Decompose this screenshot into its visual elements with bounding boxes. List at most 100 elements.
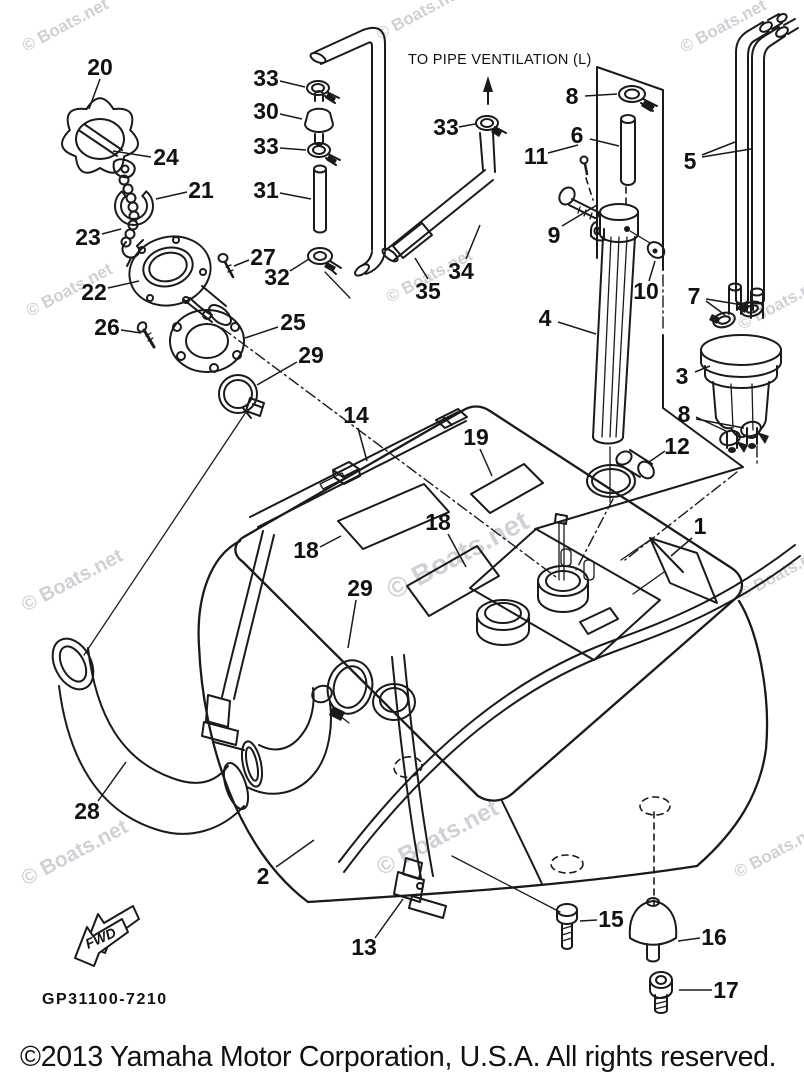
screw-17: [649, 971, 673, 1014]
part-callout-13: 13: [351, 934, 377, 960]
callout-leader-line: [701, 148, 752, 158]
sticker-18b: [406, 545, 500, 617]
callout-leader-line: [557, 321, 597, 335]
part-callout-15: 15: [598, 906, 624, 932]
watermark-text: © Boats.net: [735, 542, 804, 603]
watermark-text: © Boats.net: [381, 505, 533, 606]
part-callout-20: 20: [87, 54, 113, 80]
watermark-text: © Boats.net: [18, 545, 127, 617]
callout-leader-line: [677, 937, 701, 942]
callout-leader-line: [279, 80, 306, 88]
screw-27: [217, 253, 235, 279]
part-callout-10: 10: [633, 278, 659, 304]
hose-elbow: [240, 684, 333, 795]
part-callout-8: 8: [566, 83, 579, 109]
callout-leader-line: [112, 150, 152, 158]
pin-11: [579, 155, 594, 201]
watermark-text: © Boats.net: [731, 820, 804, 881]
trim-piece-1: [620, 537, 718, 604]
callout-leader-line: [414, 257, 429, 280]
callout-leader-line: [447, 533, 467, 568]
fuel-tank-top: [234, 405, 744, 802]
callout-leader-line: [648, 260, 656, 282]
watermark-text: © Boats.net: [677, 0, 770, 57]
callout-leader-line: [347, 599, 357, 649]
fuel-cap: [61, 97, 139, 179]
callout-leader-line: [120, 329, 142, 334]
clamp-ring-12: [586, 464, 636, 498]
bolt-15: [556, 903, 578, 950]
part-callout-11: 11: [524, 143, 549, 169]
part-callout-32: 32: [264, 264, 290, 290]
part-callout-18: 18: [425, 509, 451, 535]
part-callout-22: 22: [81, 279, 107, 305]
knockout-holes: [393, 756, 671, 874]
watermark-text: © Boats.net: [372, 795, 503, 882]
part-callout-29: 29: [347, 575, 373, 601]
watermark-text: © Boats.net: [18, 815, 132, 890]
mount-16: [628, 897, 678, 963]
callout-leader-line: [589, 138, 620, 147]
part-callout-30: 30: [253, 98, 279, 124]
fuel-tank-body: [197, 539, 769, 904]
clamp-8a: [618, 85, 658, 112]
tank-fittings: [476, 513, 595, 646]
part-callout-9: 9: [548, 222, 561, 248]
tube-6: [620, 114, 636, 209]
part-callout-28: 28: [74, 798, 100, 824]
sticker-18a: [337, 483, 450, 550]
part-callout-14: 14: [343, 402, 369, 428]
callout-leader-line: [88, 78, 101, 110]
part-callout-18: 18: [293, 537, 319, 563]
pipes-5: [735, 13, 799, 311]
part-callout-31: 31: [253, 177, 279, 203]
callout-leader-line: [275, 839, 315, 868]
vent-pipe-34: [381, 132, 496, 263]
note-to-pipe-ventilation: TO PIPE VENTILATION (L): [408, 52, 592, 68]
callout-leader-line: [319, 535, 342, 548]
hose-clamp-29a: [83, 374, 265, 656]
panel-outline: [534, 66, 744, 530]
callout-leader-line: [705, 298, 750, 307]
part-callout-19: 19: [463, 424, 489, 450]
part-callout-3: 3: [676, 363, 689, 389]
vent-arrow: [483, 76, 493, 105]
callout-leader-line: [374, 898, 404, 939]
hose-28: [51, 637, 250, 835]
callout-leader-line: [458, 123, 476, 128]
part-callout-7: 7: [688, 283, 701, 309]
callout-leader-line: [561, 204, 598, 227]
part-callout-33: 33: [433, 114, 459, 140]
watermark-text: © Boats.net: [19, 0, 112, 56]
part-callout-21: 21: [188, 177, 214, 203]
gauge-tube-4: [592, 236, 636, 503]
watermark-text: © Boats.net: [373, 0, 466, 44]
callout-leader-line: [289, 258, 310, 272]
part-callout-6: 6: [571, 122, 584, 148]
callout-leader-line: [244, 326, 279, 339]
part-callout-33: 33: [253, 65, 279, 91]
callout-leader-line: [579, 919, 598, 922]
clamp-32: [307, 247, 351, 299]
callout-leader-line: [155, 191, 188, 200]
part-callout-1: 1: [694, 513, 707, 539]
callout-leader-line: [695, 418, 745, 429]
callout-leader-line: [479, 448, 493, 477]
callout-leader-line: [584, 93, 618, 97]
part-callout-24: 24: [153, 144, 179, 170]
part-callout-8: 8: [678, 401, 691, 427]
callout-leader-line: [705, 300, 726, 316]
sticker-19: [470, 463, 544, 514]
callout-leader-line: [694, 365, 711, 373]
part-callout-29: 29: [298, 342, 324, 368]
bolt-9: [558, 186, 600, 220]
part-callout-23: 23: [75, 224, 101, 250]
elbow-12: [615, 449, 655, 480]
fwd-arrow: [74, 905, 140, 967]
callout-leader-line: [256, 361, 298, 386]
part-callout-5: 5: [684, 148, 697, 174]
callout-leader-line: [465, 224, 481, 260]
part-callout-4: 4: [539, 305, 552, 331]
